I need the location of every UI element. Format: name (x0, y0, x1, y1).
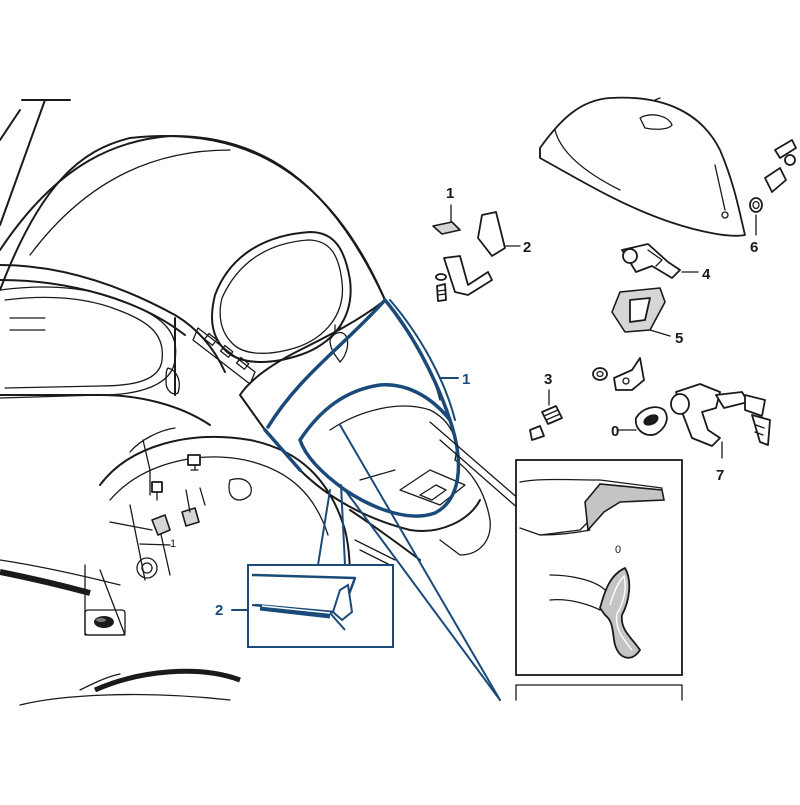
hood-seal-highlight (263, 298, 501, 701)
callout-5-guide: 5 (675, 330, 683, 347)
callout-1-group: 1 (439, 371, 470, 388)
part-5-guide: 5 (611, 287, 683, 347)
callout-1-hood-seal: 1 (462, 371, 470, 388)
part-6-pin: 6 (749, 139, 797, 256)
callout-2-spring: 2 (523, 239, 531, 256)
small-hardware (592, 357, 645, 391)
part-7-lock: 7 0 (611, 383, 771, 484)
fender-bracket-parts: 1 (84, 439, 206, 636)
part-4-catch: 4 (621, 243, 711, 283)
callout-6-pin: 6 (750, 239, 758, 256)
callout-1-bracket: 1 (446, 185, 454, 202)
engine-hood (539, 96, 746, 237)
seal-profile-detail: 0 (429, 421, 683, 701)
part-1-2-hinge: 1 2 (432, 185, 531, 302)
callout-0-washer: 0 (611, 423, 619, 440)
seal-detail-box: 2 (215, 564, 394, 648)
callout-7-lock: 7 (716, 467, 724, 484)
part-3-buffer: 3 (529, 371, 563, 441)
callout-3-buffer: 3 (544, 371, 552, 388)
callout-2-detail: 2 (215, 602, 223, 619)
callout-0-profile: 0 (615, 544, 621, 556)
callout-4-catch: 4 (702, 266, 711, 283)
car-body (0, 99, 491, 706)
callout-small-1: 1 (170, 538, 176, 550)
